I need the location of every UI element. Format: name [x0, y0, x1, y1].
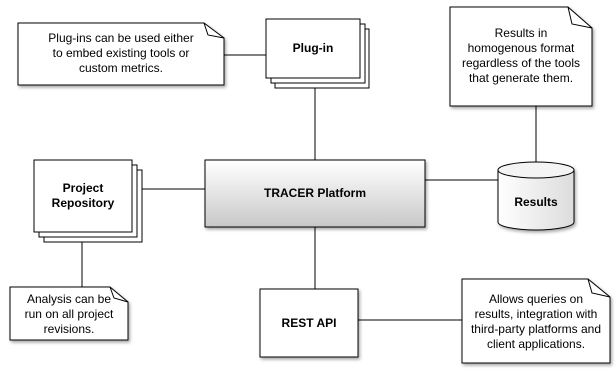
repository-note-text: Analysis can be run on all project revis… — [24, 291, 114, 336]
results-note-text: Results in homogenous format regardless … — [461, 26, 581, 85]
repository-stack — [33, 159, 143, 243]
results-label: Results — [514, 194, 558, 209]
results-cylinder — [497, 161, 575, 231]
platform-label: TRACER Platform — [263, 186, 366, 200]
rest-api-label: REST API — [281, 315, 337, 330]
rest-api-box — [259, 288, 359, 358]
platform-box — [204, 159, 426, 228]
plugin-label: Plug-in — [292, 41, 334, 55]
plugin-stack — [265, 18, 370, 89]
plugin-note-shape — [17, 22, 225, 86]
api-note-text: Allows queries on results, integration w… — [470, 292, 602, 351]
results-note-shape — [449, 6, 593, 107]
repository-note-shape — [9, 286, 129, 341]
api-note-shape — [461, 278, 611, 364]
connectors — [81, 54, 537, 321]
plugin-note-text: Plug-ins can be used either to embed exi… — [48, 30, 194, 75]
project-repository-label: Project Repository — [51, 181, 115, 210]
